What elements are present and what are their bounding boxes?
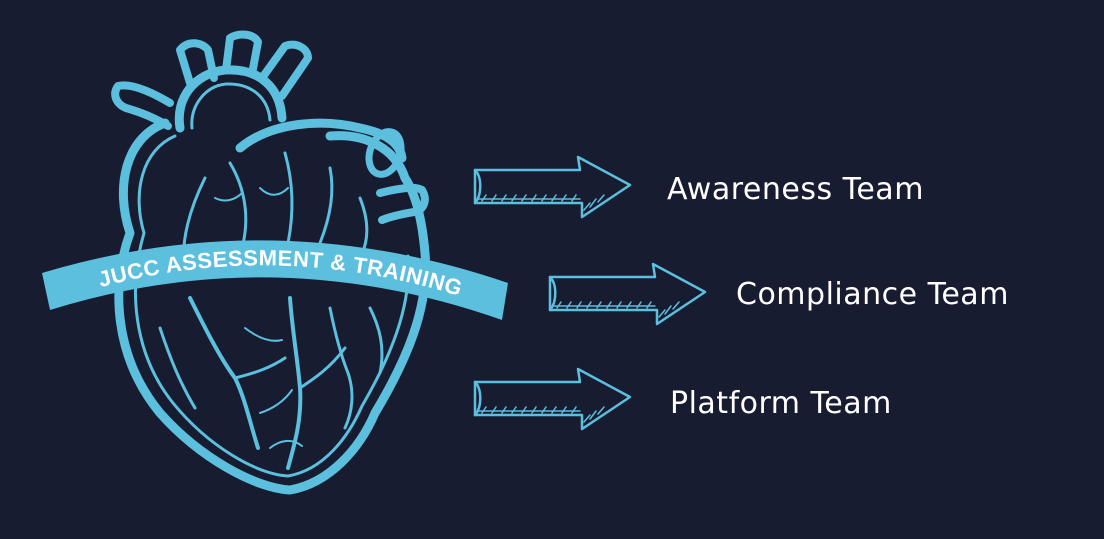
team-label-platform: Platform Team: [670, 386, 892, 421]
team-label-compliance: Compliance Team: [736, 277, 1009, 312]
arrow-right-icon: [473, 155, 632, 219]
arrow-right-icon: [473, 367, 632, 431]
arrow-right-icon: [548, 262, 707, 326]
anatomical-heart-icon: JUCC ASSESSMENT & TRAINING: [42, 30, 508, 495]
team-label-awareness: Awareness Team: [667, 172, 924, 207]
